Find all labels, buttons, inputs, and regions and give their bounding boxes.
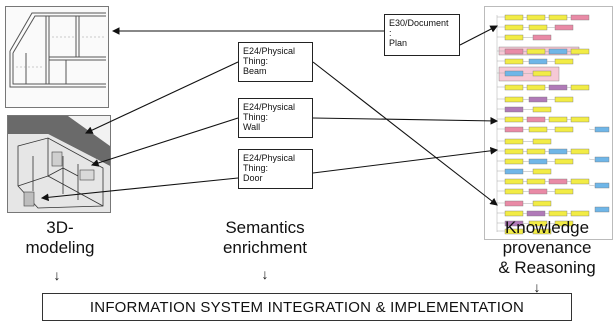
graph-node xyxy=(594,126,610,133)
graph-edge xyxy=(588,128,596,131)
graph-band xyxy=(498,66,560,82)
knowledge-graph-icon xyxy=(496,14,610,235)
wall-to-graph-arrow xyxy=(312,117,499,125)
floor-plan-icon xyxy=(6,7,108,107)
door-entity-box: E24/Physical Thing: Door xyxy=(238,149,313,189)
integration-banner-text: INFORMATION SYSTEM INTEGRATION & IMPLEME… xyxy=(89,298,525,316)
floor-plan-thumbnail xyxy=(5,6,109,108)
beam-entity-box: E24/Physical Thing: Beam xyxy=(238,42,313,82)
column-label-semantics-enrichment: Semantics enrichment xyxy=(222,218,308,257)
down-arrow-left: ↓ xyxy=(53,267,61,283)
graph-edge xyxy=(588,158,596,161)
down-arrow-middle: ↓ xyxy=(261,266,269,282)
beam-to-model-arrow xyxy=(85,61,239,134)
column-label-knowledge-provenance: Knowledge provenance & Reasoning xyxy=(498,218,596,277)
door-to-graph-arrow xyxy=(312,146,499,174)
plan-document-box: E30/Document : Plan xyxy=(384,14,460,56)
wall-entity-box: E24/Physical Thing: Wall xyxy=(238,98,313,138)
graph-node xyxy=(594,156,610,163)
beam-to-graph-arrow xyxy=(312,61,498,206)
plan-to-graph-arrow xyxy=(459,25,498,46)
graph-node xyxy=(594,182,610,189)
down-arrow-right: ↓ xyxy=(533,279,541,295)
column-label-3d-modeling: 3D- modeling xyxy=(25,218,95,257)
graph-node xyxy=(594,206,610,213)
knowledge-graph-thumbnail xyxy=(484,6,613,240)
graph-edge xyxy=(588,184,596,187)
door-to-model-arrow xyxy=(40,177,239,202)
integration-banner: INFORMATION SYSTEM INTEGRATION & IMPLEME… xyxy=(42,293,572,321)
wall-to-model-arrow xyxy=(90,117,239,167)
